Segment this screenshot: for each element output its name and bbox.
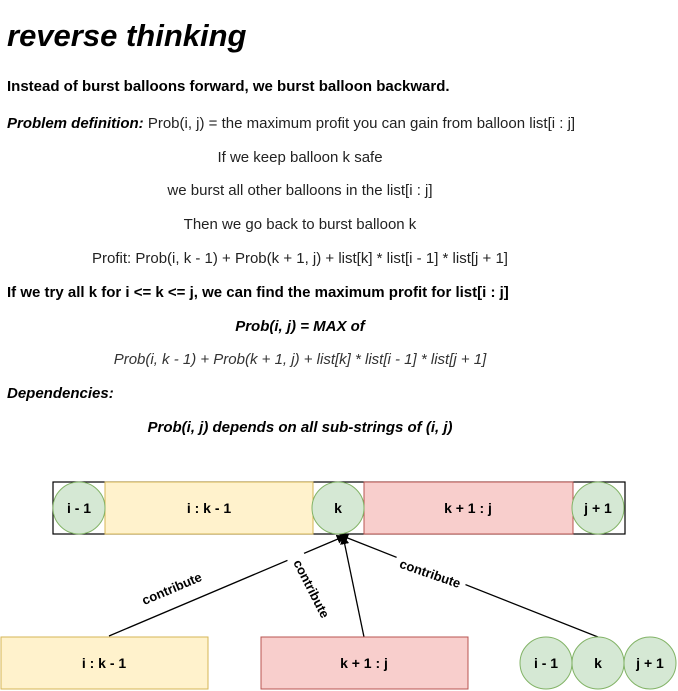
top-circle-left [52, 481, 106, 535]
top-range-right [363, 481, 574, 535]
bottom-circle-label: k [594, 655, 602, 671]
bottom-range-left [0, 636, 209, 690]
dependencies-label: Dependencies: [7, 385, 114, 402]
top-range-left-label: i : k - 1 [187, 500, 232, 516]
dependencies-text: Prob(i, j) depends on all sub-strings of… [147, 419, 453, 436]
bottom-circle-j-plus-1 [623, 636, 677, 690]
bottom-range-middle [260, 636, 469, 690]
problem-definition-label: Problem definition: [7, 115, 144, 132]
problem-definition: Problem definition: Prob(i, j) = the max… [7, 115, 575, 132]
intro-text: Instead of burst balloons forward, we bu… [7, 78, 450, 95]
top-circle-right [571, 481, 625, 535]
step-profit: Profit: Prob(i, k - 1) + Prob(k + 1, j) … [92, 250, 508, 267]
problem-definition-text: Prob(i, j) = the maximum profit you can … [143, 115, 576, 132]
step-burst-k: Then we go back to burst balloon k [183, 216, 417, 233]
try-all-text: If we try all k for i <= k <= j, we can … [7, 284, 509, 301]
page-title: reverse thinking [7, 18, 247, 53]
arrow-label-right: contribute [398, 556, 463, 591]
arrow-label-bg [287, 551, 337, 626]
formula-text: Prob(i, k - 1) + Prob(k + 1, j) + list[k… [113, 351, 487, 368]
top-circle-middle [311, 481, 365, 535]
arrow-label-middle: contribute [290, 557, 332, 620]
top-circle-right-label: j + 1 [583, 500, 612, 516]
bottom-range-middle-label: k + 1 : j [340, 655, 388, 671]
bottom-circle-label: i - 1 [534, 655, 558, 671]
arrow-right [339, 533, 599, 638]
top-circle-left-label: i - 1 [67, 500, 91, 516]
top-range-right-label: k + 1 : j [444, 500, 492, 516]
max-of-text: Prob(i, j) = MAX of [235, 318, 365, 335]
bottom-range-left-label: i : k - 1 [82, 655, 127, 671]
bottom-circle-label: j + 1 [635, 655, 664, 671]
arrow-middle [340, 535, 365, 638]
top-circle-middle-label: k [334, 500, 342, 516]
arrow-label-bg [134, 565, 210, 611]
arrow-left [108, 535, 346, 637]
step-keep-safe: If we keep balloon k safe [217, 149, 383, 166]
arrow-label-bg [392, 552, 469, 594]
step-burst-others: we burst all other balloons in the list[… [167, 182, 433, 199]
